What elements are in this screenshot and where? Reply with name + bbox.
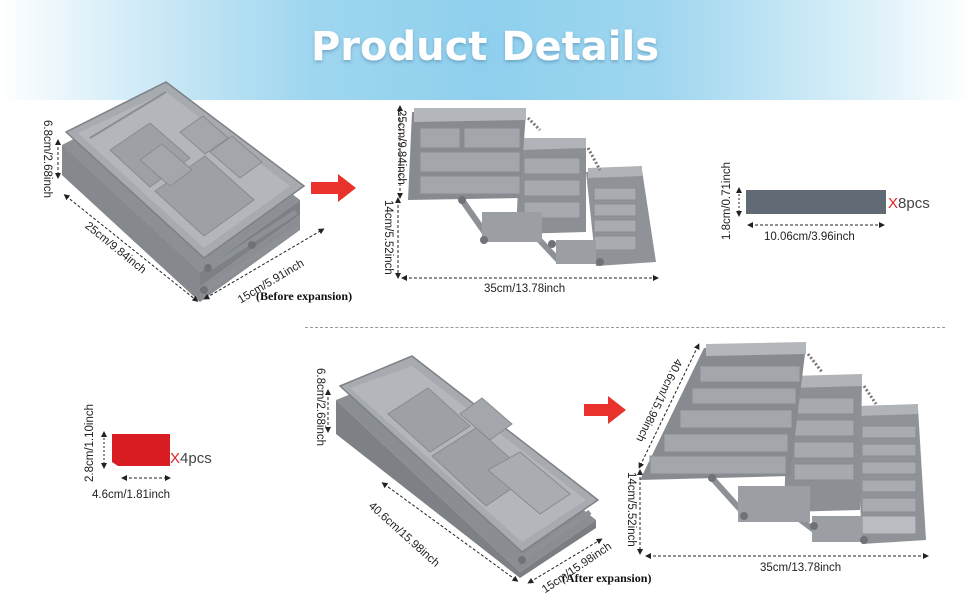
expand-arrow-icon (311, 174, 356, 202)
after-expanded-height-label: 14cm/5.52inch (625, 472, 637, 547)
after-height-label: 6.8cm/2.68inch (314, 368, 326, 446)
long-divider-piece (746, 190, 886, 214)
after-expanded-width-label: 35cm/13.78inch (760, 562, 842, 574)
closed-organizer-image (62, 81, 306, 302)
before-expansion-caption: (Before expansion) (256, 289, 353, 303)
section-divider (305, 327, 945, 328)
expanded-length-label: 25cm/9.84inch (395, 110, 407, 185)
expanded-height-label: 14cm/5.52inch (382, 200, 394, 275)
expand-arrow-icon (584, 396, 626, 424)
page-title: Product Details (310, 24, 660, 70)
long-divider-height-label: 1.8cm/0.71inch (721, 162, 733, 240)
short-divider-piece (112, 434, 170, 466)
short-divider-height-label: 2.8cm/1.10inch (84, 404, 96, 482)
before-height-label: 6.8cm/2.68inch (41, 120, 53, 198)
long-divider-length-label: 10.06cm/3.96inch (764, 231, 855, 243)
expanded-organizer-image (408, 108, 656, 266)
expanded-width-label: 35cm/13.78inch (484, 283, 566, 295)
short-divider-length-label: 4.6cm/1.81inch (92, 489, 170, 501)
short-divider-quantity: X4pcs (170, 450, 212, 467)
after-expansion-caption: (After expansion) (562, 571, 652, 585)
expanded-long-organizer-image (640, 342, 926, 544)
long-divider-quantity: X8pcs (888, 195, 930, 212)
